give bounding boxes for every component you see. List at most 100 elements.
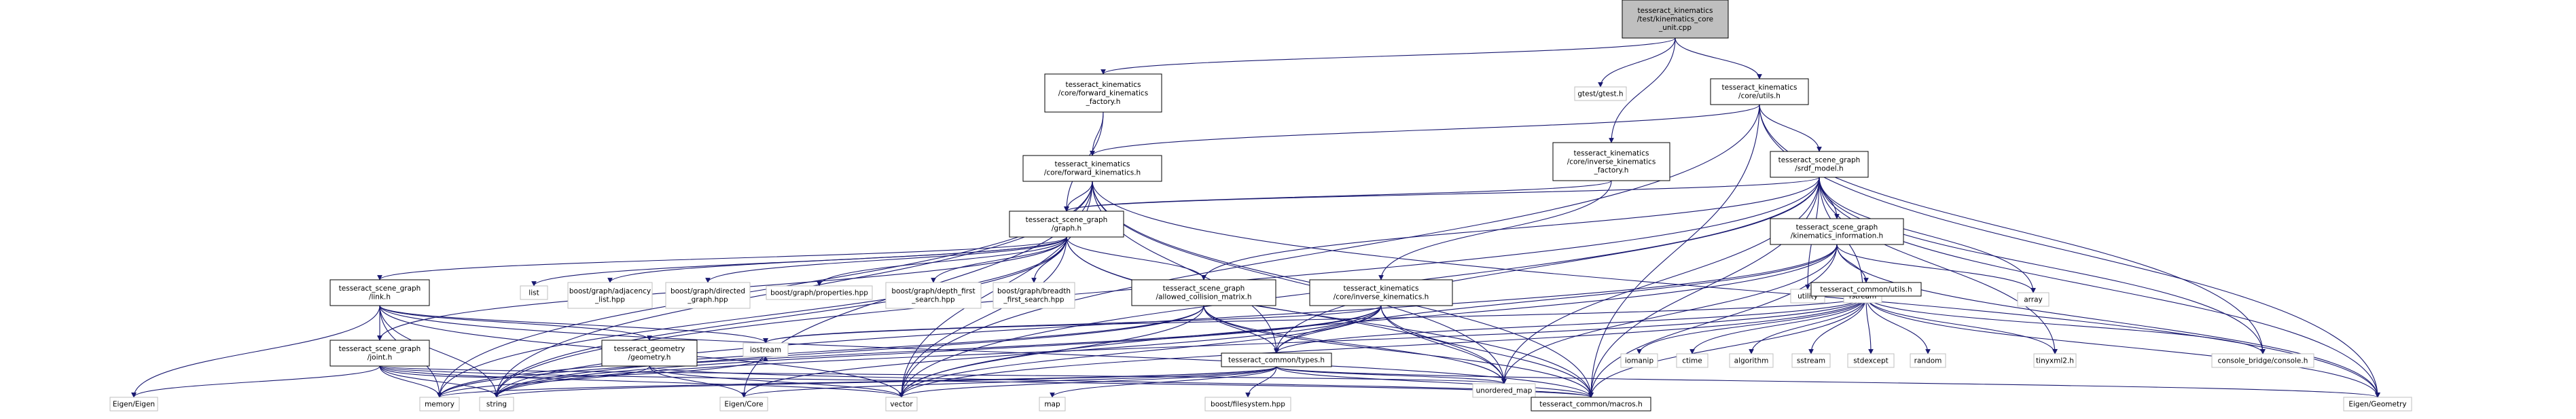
node-iostream: iostream: [743, 342, 789, 357]
node-tesseract-kinematics-core-inverse-kinematics-factory-h[interactable]: tesseract_kinematics/core/inverse_kinema…: [1552, 142, 1670, 181]
dependency-edges: [131, 37, 2380, 398]
node-label-line: tesseract_common/macros.h: [1539, 400, 1643, 408]
node-console-bridge-console-h: console_bridge/console.h: [2211, 353, 2314, 368]
edge-joint-to-string: [379, 365, 499, 398]
edge-fkf-to-fk: [1090, 111, 1104, 156]
node-algorithm: algorithm: [1729, 353, 1774, 368]
node-label-line: tesseract_geometry: [614, 345, 685, 353]
node-label-line: _first_search.hpp: [1003, 296, 1065, 304]
node-box: [665, 282, 751, 309]
edge-root-to-ikf: [1609, 37, 1676, 143]
node-label-line: tesseract_common/types.h: [1228, 356, 1325, 364]
edge-cutils-to-sstream: [1808, 295, 1867, 354]
node-label-line: sstream: [1797, 357, 1825, 365]
node-label-line: tesseract_kinematics: [1055, 160, 1130, 168]
node-label-line: /graph.h: [1052, 225, 1081, 233]
edge-kutils-to-vector: [899, 104, 1760, 398]
node-vector: vector: [885, 397, 918, 412]
node-tesseract-kinematics-test-kinematics-core-unit-cpp[interactable]: tesseract_kinematics/test/kinematics_cor…: [1622, 0, 1729, 39]
node-box: [2017, 292, 2050, 307]
node-box: [1791, 353, 1831, 368]
node-label-line: iostream: [750, 346, 781, 354]
node-label-line: _search.hpp: [911, 296, 955, 304]
node-label-line: /allowed_collision_matrix.h: [1156, 293, 1251, 302]
node-boost-graph-depth-first-search-hpp: boost/graph/depth_first_search.hpp: [885, 282, 982, 309]
edge-geom-to-vector: [649, 365, 904, 398]
edge-cutils-to-ctime: [1689, 295, 1867, 354]
edge-kutils-to-srdf: [1759, 104, 1822, 152]
edge-graph-to-macros: [1066, 236, 1594, 398]
node-box: [1204, 397, 1291, 412]
node-tesseract-common-types-h[interactable]: tesseract_common/types.h: [1221, 352, 1332, 367]
node-label-line: _unit.cpp: [1658, 24, 1692, 32]
node-box: [1622, 0, 1729, 39]
node-label-line: tesseract_kinematics: [1344, 285, 1419, 293]
node-boost-graph-adjacency-list-hpp: boost/graph/adjacency_list.hpp: [567, 282, 653, 309]
edge-kininfo-to-array: [1836, 244, 2036, 293]
edge-cutils-to-iomanip: [1636, 295, 1867, 354]
node-label-line: /srdf_model.h: [1795, 165, 1843, 173]
edge-geom-to-memory: [437, 365, 650, 398]
edge-cutils-to-random: [1865, 295, 1931, 354]
node-tesseract-scene-graph-link-h[interactable]: tesseract_scene_graph/link.h: [329, 279, 430, 306]
node-box: [1309, 279, 1453, 306]
edge-joint-to-vector: [379, 365, 904, 398]
node-label-line: /core/inverse_kinematics: [1567, 158, 1656, 166]
node-tesseract-kinematics-core-inverse-kinematics-h[interactable]: tesseract_kinematics/core/inverse_kinema…: [1309, 279, 1453, 306]
node-tesseract-common-macros-h[interactable]: tesseract_common/macros.h: [1531, 397, 1651, 412]
node-label-line: tesseract_kinematics: [1066, 81, 1141, 89]
node-eigen-core: Eigen/Core: [719, 397, 768, 412]
node-label-line: Eigen/Eigen: [113, 400, 155, 408]
node-box: [743, 342, 789, 357]
node-box: [1620, 353, 1658, 368]
edge-cutils-to-stdexcept: [1865, 295, 1874, 354]
node-box: [1552, 142, 1670, 181]
node-label-line: /joint.h: [368, 354, 393, 362]
node-boost-graph-breadth-first-search-hpp: boost/graph/breadth_first_search.hpp: [992, 282, 1075, 309]
node-label-line: _graph.hpp: [687, 296, 728, 304]
node-box: [1472, 383, 1536, 398]
edge-graph-to-link: [377, 236, 1067, 280]
node-box: [2211, 353, 2314, 368]
node-label-line: tesseract_kinematics: [1722, 84, 1797, 92]
node-label-line: unordered_map: [1476, 386, 1533, 395]
node-tesseract-kinematics-core-forward-kinematics-factory-h[interactable]: tesseract_kinematics/core/forward_kinema…: [1044, 73, 1162, 113]
edge-geom-to-eigencore: [649, 365, 747, 398]
node-label-line: _factory.h: [1086, 98, 1121, 106]
node-label-line: /link.h: [369, 293, 391, 302]
node-tesseract-scene-graph-allowed-collision-matrix-h[interactable]: tesseract_scene_graph/allowed_collision_…: [1131, 279, 1276, 306]
node-tesseract-scene-graph-kinematics-information-h[interactable]: tesseract_scene_graph/kinematics_informa…: [1770, 218, 1904, 245]
edge-ik-to-memory: [437, 305, 1382, 398]
edge-types-to-vector: [899, 366, 1277, 398]
node-tesseract-kinematics-core-forward-kinematics-h[interactable]: tesseract_kinematics/core/forward_kinema…: [1022, 155, 1162, 182]
node-box: [1022, 155, 1162, 182]
node-label-line: array: [2024, 295, 2043, 304]
edge-srdf-to-acm: [1201, 177, 1820, 280]
edge-joint-to-iostream: [379, 356, 768, 378]
node-box: [1131, 279, 1276, 306]
node-tesseract-scene-graph-joint-h[interactable]: tesseract_scene_graph/joint.h: [329, 340, 430, 367]
node-box: [719, 397, 768, 412]
node-box: [479, 397, 514, 412]
header-file-nodes: tesseract_kinematics/test/kinematics_cor…: [109, 0, 2412, 412]
node-tesseract-kinematics-core-utils-h[interactable]: tesseract_kinematics/core/utils.h: [1710, 78, 1809, 105]
edge-graph-to-acm: [1066, 236, 1206, 280]
node-box: [419, 397, 460, 412]
node-tesseract-scene-graph-graph-h[interactable]: tesseract_scene_graph/graph.h: [1009, 211, 1124, 238]
node-label-line: algorithm: [1734, 357, 1769, 365]
edge-cutils-to-eigengeo: [1865, 295, 2380, 398]
node-map: map: [1039, 397, 1066, 412]
node-tesseract-geometry-geometry-h[interactable]: tesseract_geometry/geometry.h: [601, 340, 698, 367]
edge-geom-to-macros: [649, 365, 1594, 398]
node-label-line: iomanip: [1625, 357, 1654, 365]
node-label-line: _list.hpp: [594, 296, 625, 304]
node-tesseract-common-utils-h[interactable]: tesseract_common/utils.h: [1810, 282, 1922, 297]
node-label-line: boost/graph/properties.hpp: [770, 289, 868, 297]
edge-ik-to-vector: [899, 305, 1382, 398]
edge-types-to-string: [494, 366, 1277, 398]
node-tesseract-scene-graph-srdf-model-h[interactable]: tesseract_scene_graph/srdf_model.h: [1770, 151, 1869, 178]
edge-cutils-to-types: [1274, 295, 1867, 354]
edge-ikf-to-graph: [1064, 180, 1612, 212]
node-label-line: list: [529, 289, 539, 297]
node-box: [329, 279, 430, 306]
